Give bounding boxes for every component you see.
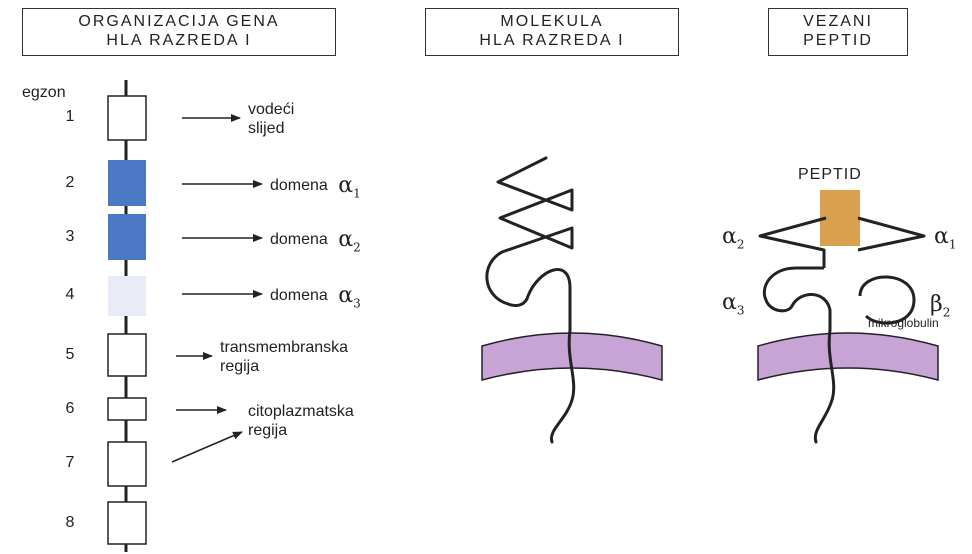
alpha2-domain-label: domena α2 — [270, 228, 355, 255]
label-line-2: slijed — [248, 119, 294, 138]
exon-box-6 — [108, 398, 146, 420]
exon-number-6: 6 — [60, 400, 80, 418]
subscript: 2 — [737, 237, 745, 251]
exon-box-3 — [108, 214, 146, 260]
alpha1-domain — [858, 218, 924, 250]
membrane-right — [758, 333, 938, 380]
domain-word: domena — [270, 231, 328, 248]
subscript: 3 — [353, 296, 361, 310]
exon-number-1: 1 — [60, 108, 80, 126]
alpha1-symbol-label: α1 — [934, 224, 957, 251]
transmembrane-label: transmembranska regija — [220, 338, 348, 376]
subscript: 1 — [949, 237, 957, 251]
exon-box-5 — [108, 334, 146, 376]
exon-box-8 — [108, 502, 146, 544]
alpha-symbol: α — [338, 283, 353, 308]
beta-symbol: β — [930, 292, 943, 317]
label-line-2: regija — [248, 421, 354, 440]
alpha-symbol: α — [934, 224, 949, 249]
label-line-2: regija — [220, 357, 348, 376]
alpha-symbol: α — [338, 227, 353, 252]
label-line-1: transmembranska — [220, 338, 348, 357]
alpha-symbol: α — [338, 173, 353, 198]
exon-label: egzon — [22, 84, 66, 102]
cytoplasmic-label: citoplazmatska regija — [248, 402, 354, 440]
alpha-symbol: α — [722, 224, 737, 249]
exon-box-7 — [108, 442, 146, 486]
alpha-symbol: α — [722, 290, 737, 315]
subscript: 2 — [353, 240, 361, 254]
alpha2-domain — [760, 218, 826, 268]
alpha3-symbol-label: α3 — [722, 290, 745, 317]
exon-box-4 — [108, 276, 146, 316]
exon-number-7: 7 — [60, 454, 80, 472]
label-line-1: citoplazmatska — [248, 402, 354, 421]
exon-number-5: 5 — [60, 346, 80, 364]
domain-word: domena — [270, 177, 328, 194]
arrow-exon-7 — [172, 432, 242, 462]
subscript: 3 — [737, 303, 745, 317]
leader-sequence-label: vodeći slijed — [248, 100, 294, 138]
label-line-1: vodeći — [248, 100, 294, 119]
exon-number-8: 8 — [60, 514, 80, 532]
domain-word: domena — [270, 287, 328, 304]
microglobulin-label: mikroglobulin — [868, 316, 939, 330]
exon-box-1 — [108, 96, 146, 140]
subscript: 1 — [353, 186, 361, 200]
alpha3-domain-label: domena α3 — [270, 284, 355, 311]
alpha1-domain-label: domena α1 — [270, 174, 355, 201]
exon-box-2 — [108, 160, 146, 206]
peptide-label: PEPTID — [798, 166, 862, 184]
exon-number-3: 3 — [60, 228, 80, 246]
exon-number-2: 2 — [60, 174, 80, 192]
alpha3-domain — [764, 268, 830, 330]
alpha2-symbol-label: α2 — [722, 224, 745, 251]
subscript: 2 — [943, 305, 951, 319]
molecule-chain — [487, 158, 574, 442]
exon-number-4: 4 — [60, 286, 80, 304]
